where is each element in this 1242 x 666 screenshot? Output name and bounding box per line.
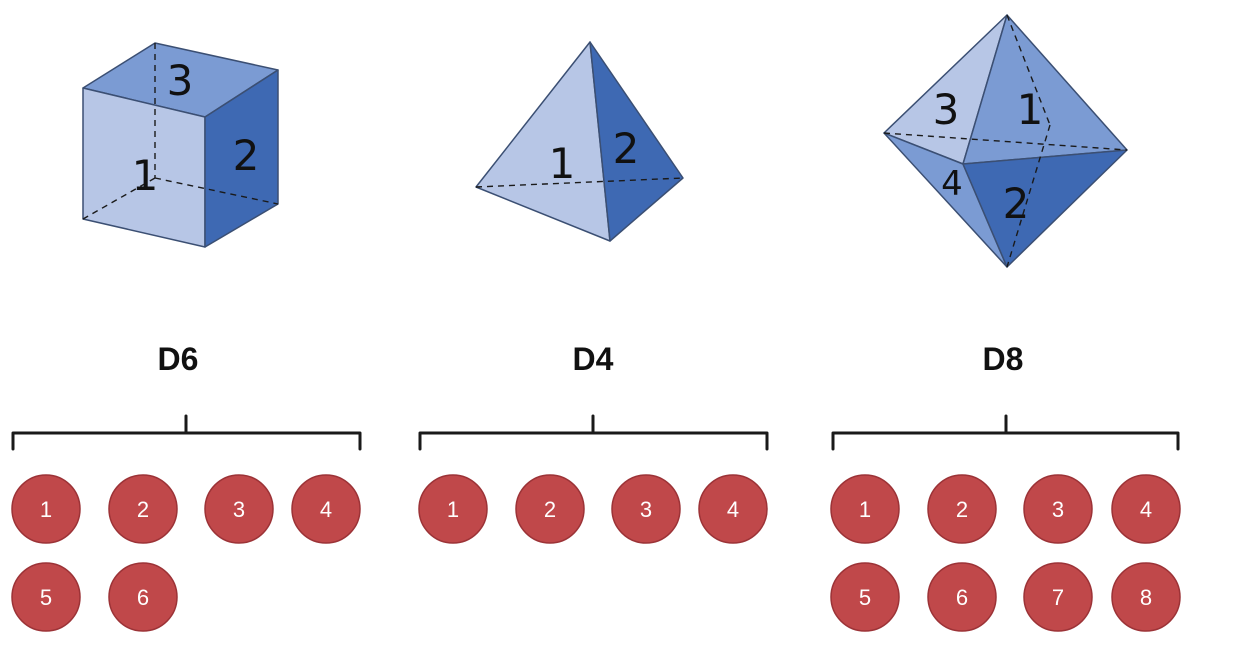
outcome-ball-number: 2 — [137, 497, 149, 522]
outcome-ball-circle — [108, 474, 178, 544]
d8-outcome-ball: 8 — [1111, 562, 1181, 632]
d4-outcomes: 1 2 3 4 — [418, 474, 768, 544]
cube-hidden-edges — [82, 43, 279, 220]
cube-face-number-2: 2 — [233, 131, 260, 180]
d6-label: D6 — [158, 341, 199, 377]
outcome-ball-circle — [108, 562, 178, 632]
d6-outcome-ball: 6 — [108, 562, 178, 632]
d4-outcome-ball: 2 — [515, 474, 585, 544]
d8-outcomes: 1 2 3 4 5 6 7 8 — [830, 474, 1181, 632]
d8-outcome-ball: 3 — [1023, 474, 1093, 544]
outcome-ball-circle — [11, 474, 81, 544]
outcome-ball-circle — [830, 474, 900, 544]
cube-face-number-1: 1 — [132, 151, 159, 200]
outcome-ball-circle — [830, 562, 900, 632]
outcome-ball-circle — [515, 474, 585, 544]
outcome-ball-number: 6 — [956, 585, 968, 610]
octa-hidden-edges — [883, 14, 1128, 268]
d4-bracket — [418, 414, 769, 451]
outcome-ball-number: 1 — [859, 497, 871, 522]
outcome-ball-number: 1 — [447, 497, 459, 522]
d4-outcome-ball: 3 — [611, 474, 681, 544]
tetra-hidden-edge — [475, 177, 684, 188]
d8-outcome-ball: 6 — [927, 562, 997, 632]
d8-label: D8 — [983, 341, 1024, 377]
d6-outcome-ball: 4 — [291, 474, 361, 544]
d4-outcome-ball: 1 — [418, 474, 488, 544]
d8-outcome-ball: 4 — [1111, 474, 1181, 544]
d4-label: D4 — [573, 341, 614, 377]
outcome-ball-circle — [698, 474, 768, 544]
outcome-ball-number: 5 — [859, 585, 871, 610]
outcome-ball-circle — [611, 474, 681, 544]
d8-outcome-ball: 1 — [830, 474, 900, 544]
d8-outcome-ball: 7 — [1023, 562, 1093, 632]
outcome-ball-circle — [927, 562, 997, 632]
outcome-ball-number: 3 — [233, 497, 245, 522]
outcome-ball-circle — [1111, 474, 1181, 544]
outcome-ball-number: 4 — [320, 497, 332, 522]
d6-outcome-ball: 1 — [11, 474, 81, 544]
outcome-ball-circle — [1023, 562, 1093, 632]
outcome-ball-circle — [11, 562, 81, 632]
d6-bracket — [11, 414, 362, 451]
d8-outcome-ball: 2 — [927, 474, 997, 544]
octa-face-number-3: 3 — [933, 85, 960, 134]
octa-face-number-4: 4 — [941, 164, 963, 204]
outcome-ball-number: 8 — [1140, 585, 1152, 610]
tetra-right-face — [589, 41, 684, 242]
outcome-ball-number: 5 — [40, 585, 52, 610]
octa-face-number-2: 2 — [1003, 179, 1030, 228]
outcome-ball-number: 1 — [40, 497, 52, 522]
outcome-ball-circle — [1023, 474, 1093, 544]
outcome-ball-circle — [204, 474, 274, 544]
outcome-ball-number: 3 — [640, 497, 652, 522]
outcome-ball-circle — [1111, 562, 1181, 632]
outcome-ball-circle — [418, 474, 488, 544]
outcome-ball-circle — [927, 474, 997, 544]
d6-outcome-ball: 3 — [204, 474, 274, 544]
outcome-ball-number: 2 — [956, 497, 968, 522]
outcome-ball-number: 2 — [544, 497, 556, 522]
tetra-face-number-1: 1 — [549, 139, 576, 188]
tetra-face-number-2: 2 — [613, 124, 640, 173]
outcome-ball-number: 4 — [1140, 497, 1152, 522]
octa-face-number-1: 1 — [1017, 85, 1044, 134]
outcome-ball-circle — [291, 474, 361, 544]
d8-outcome-ball: 5 — [830, 562, 900, 632]
outcome-ball-number: 6 — [137, 585, 149, 610]
cube-face-number-3: 3 — [167, 56, 194, 105]
d8-bracket — [831, 414, 1180, 451]
d4-outcome-ball: 4 — [698, 474, 768, 544]
d8-die: 1 2 3 4 — [883, 14, 1128, 268]
d6-die: 1 2 3 — [82, 42, 279, 248]
octa-lower-right-face — [962, 149, 1128, 268]
d4-die: 1 2 — [475, 41, 684, 242]
outcome-ball-number: 4 — [727, 497, 739, 522]
d6-outcome-ball: 2 — [108, 474, 178, 544]
d6-outcome-ball: 5 — [11, 562, 81, 632]
tetra-left-face — [475, 41, 611, 242]
outcome-ball-number: 3 — [1052, 497, 1064, 522]
d6-outcomes: 1 2 3 4 5 6 — [11, 474, 361, 632]
outcome-ball-number: 7 — [1052, 585, 1064, 610]
